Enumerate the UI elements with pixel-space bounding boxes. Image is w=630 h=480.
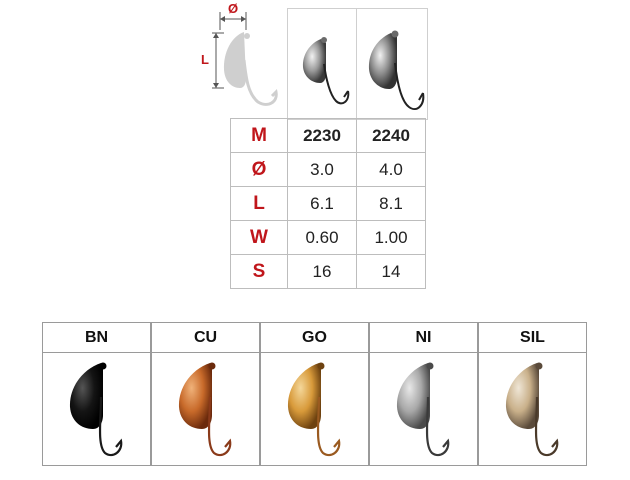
table-cell: 8.1	[356, 186, 426, 221]
table-row: M 2230 2240	[230, 118, 426, 153]
table-row: Ø 3.0 4.0	[230, 152, 426, 187]
color-code-label: NI	[370, 323, 477, 353]
jig-sil-icon	[505, 362, 559, 457]
color-variant-bn[interactable]: BN	[42, 322, 151, 466]
jig-2240-icon	[368, 30, 425, 111]
color-code-label: GO	[261, 323, 368, 353]
dimension-diagram: Ø L	[201, 1, 278, 106]
table-cell: 2240	[356, 118, 426, 153]
spec-table: M 2230 2240 Ø 3.0 4.0 L 6.1 8.1 W 0.60 1…	[230, 118, 426, 289]
table-cell: 0.60	[287, 220, 357, 255]
table-cell: 3.0	[287, 152, 357, 187]
row-label: S	[230, 254, 288, 289]
table-cell: 1.00	[356, 220, 426, 255]
length-symbol: L	[201, 52, 209, 67]
table-cell: 16	[287, 254, 357, 289]
jig-ni-icon	[396, 362, 450, 457]
color-variant-go[interactable]: GO	[260, 322, 369, 466]
table-cell: 4.0	[356, 152, 426, 187]
table-row: W 0.60 1.00	[230, 220, 426, 255]
row-label: Ø	[230, 152, 288, 187]
row-label: L	[230, 186, 288, 221]
jig-bn-icon	[69, 362, 123, 457]
color-code-label: SIL	[479, 323, 586, 353]
table-cell: 14	[356, 254, 426, 289]
table-row: S 16 14	[230, 254, 426, 289]
jig-2230-icon	[302, 37, 350, 105]
row-label: W	[230, 220, 288, 255]
color-variant-cu[interactable]: CU	[151, 322, 260, 466]
row-label: M	[230, 118, 288, 153]
jig-cu-icon	[178, 362, 232, 457]
table-cell: 6.1	[287, 186, 357, 221]
photo-cell-2240	[356, 8, 428, 120]
color-code-label: CU	[152, 323, 259, 353]
diameter-symbol: Ø	[228, 1, 238, 16]
jig-go-icon	[287, 362, 341, 457]
color-variant-ni[interactable]: NI	[369, 322, 478, 466]
color-variant-sil[interactable]: SIL	[478, 322, 587, 466]
table-cell: 2230	[287, 118, 357, 153]
color-code-label: BN	[43, 323, 150, 353]
photo-cell-2230	[287, 8, 357, 120]
table-row: L 6.1 8.1	[230, 186, 426, 221]
